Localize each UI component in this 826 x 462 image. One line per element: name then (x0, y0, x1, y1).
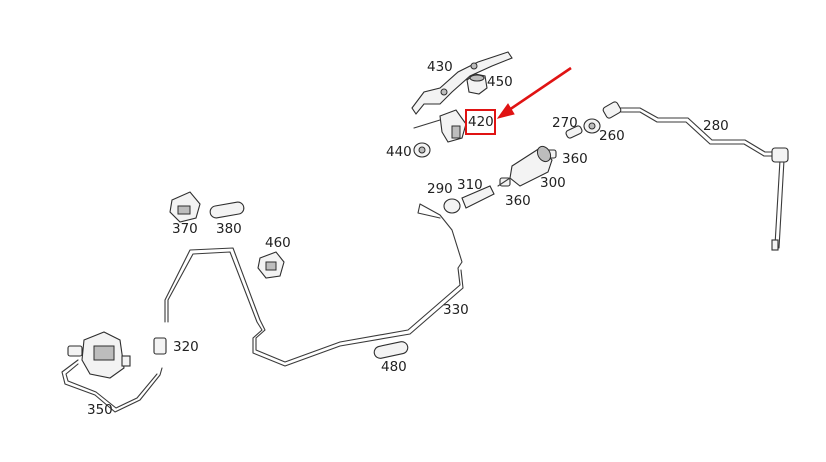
label-480: 480 (381, 359, 407, 375)
part-270-fitting (565, 125, 583, 139)
part-420-sensor (413, 109, 467, 143)
label-270: 270 (552, 115, 578, 131)
tube-end-280 (771, 239, 779, 251)
label-350: 350 (87, 402, 113, 418)
label-460: 460 (265, 235, 291, 251)
label-430: 430 (427, 59, 453, 75)
part-370-bracket (169, 191, 201, 223)
label-310: 310 (457, 177, 483, 193)
tube-350 (61, 359, 163, 413)
label-450: 450 (487, 74, 513, 90)
part-480-hose (373, 341, 409, 359)
part-300-filter (497, 145, 553, 187)
part-290-fitting (443, 198, 461, 214)
label-290: 290 (427, 181, 453, 197)
label-260: 260 (599, 128, 625, 144)
part-380-hose (209, 201, 245, 219)
label-420: 420 (468, 114, 494, 130)
label-360-lower: 360 (505, 193, 531, 209)
label-320: 320 (173, 339, 199, 355)
fitting-280 (771, 147, 789, 163)
part-310-hose (461, 185, 495, 209)
label-370: 370 (172, 221, 198, 237)
label-330: 330 (443, 302, 469, 318)
highlight-arrow (496, 66, 572, 119)
part-430-bracket (411, 51, 513, 115)
label-300: 300 (540, 175, 566, 191)
tube-330 (164, 203, 463, 363)
part-260-clamp (583, 101, 622, 134)
label-360-upper: 360 (562, 151, 588, 167)
tube-280 (619, 107, 783, 153)
label-280: 280 (703, 118, 729, 134)
part-460-bracket (257, 251, 285, 279)
pump-assembly (67, 331, 131, 379)
part-320-fitting (153, 337, 167, 355)
label-440: 440 (386, 144, 412, 160)
part-440-clip (413, 142, 431, 158)
highlight-box-420 (465, 109, 496, 135)
label-380: 380 (216, 221, 242, 237)
